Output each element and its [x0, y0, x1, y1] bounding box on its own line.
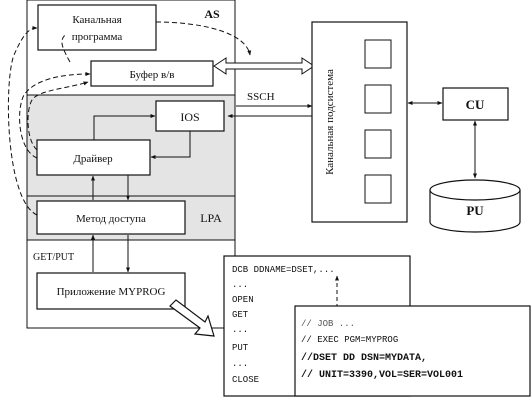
io-buffer-label: Буфер в/в	[130, 69, 175, 81]
dashed-flows	[7, 21, 252, 216]
get-put-label: GET/PUT	[33, 252, 74, 263]
channel-program-box: Канальная программа	[37, 4, 157, 51]
io-buffer-box: Буфер в/в	[90, 60, 214, 87]
driver-box: Драйвер	[36, 139, 151, 176]
channel-subsystem-label: Канальная подсистема	[324, 69, 336, 175]
cu-label: CU	[466, 97, 485, 112]
channel-subsystem-box: Канальная подсистема	[311, 21, 408, 223]
pu-label: PU	[466, 203, 484, 218]
jcl-line: // EXEC PGM=MYPROG	[301, 335, 398, 345]
program-line: CLOSE	[232, 375, 259, 385]
program-line: PUT	[232, 343, 249, 353]
program-line: DCB DDNAME=DSET,...	[232, 265, 335, 275]
pu-storage: PU	[429, 179, 521, 233]
channel-slot	[364, 84, 392, 114]
internal-arrows	[91, 114, 191, 273]
as-label: AS	[204, 7, 220, 21]
driver-label: Драйвер	[73, 153, 113, 165]
channel-program-line1: Канальная	[72, 14, 121, 26]
application-box: Приложение MYPROG	[36, 272, 186, 310]
access-method-label: Метод доступа	[76, 213, 146, 225]
program-line: GET	[232, 310, 249, 320]
lpa-label: LPA	[200, 211, 222, 225]
program-line: ...	[232, 325, 248, 335]
channel-slot	[364, 129, 392, 159]
jcl-listing: // JOB ... // EXEC PGM=MYPROG //DSET DD …	[294, 305, 531, 397]
application-to-listing-arrow	[169, 299, 215, 337]
cu-box: CU	[407, 87, 509, 179]
ssch-label: SSCH	[247, 91, 275, 103]
jcl-line: // JOB ...	[301, 319, 355, 329]
application-label: Приложение MYPROG	[57, 286, 166, 298]
program-line: ...	[232, 280, 248, 290]
jcl-line: //DSET DD DSN=MYDATA,	[301, 352, 427, 364]
ios-box: IOS	[155, 100, 225, 132]
access-method-box: Метод доступа	[36, 200, 186, 235]
jcl-line: // UNIT=3390,VOL=SER=VOL001	[301, 369, 463, 381]
channel-slot	[364, 39, 392, 69]
program-line: OPEN	[232, 295, 254, 305]
ios-label: IOS	[180, 110, 199, 124]
channel-slot	[364, 174, 392, 204]
program-line: ...	[232, 359, 248, 369]
channel-program-line2: программа	[72, 31, 123, 43]
